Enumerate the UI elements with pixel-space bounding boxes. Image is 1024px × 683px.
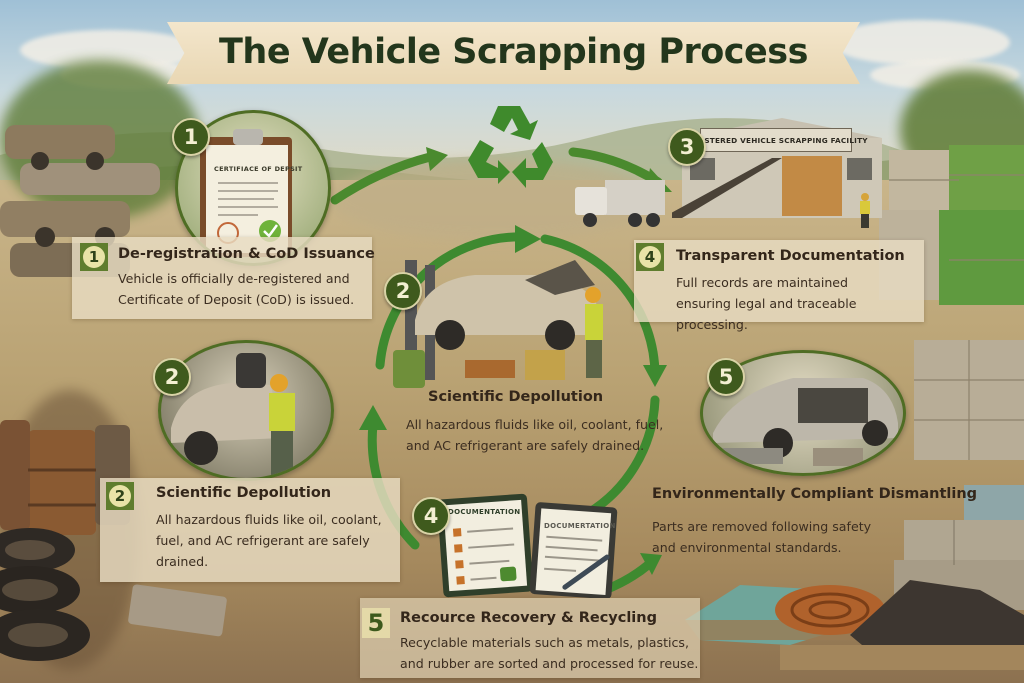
documents-icon <box>437 493 618 598</box>
certificate-label: CERTIFIACE OF DEPSIT <box>214 165 303 173</box>
step-1-title: De-registration & CoD Issuance <box>118 246 375 262</box>
step-5-badge: 5 <box>707 358 745 396</box>
step-4-number: 4 <box>639 246 661 268</box>
step-1-description: Vehicle is officially de-registered and … <box>118 271 355 307</box>
step-5-title: Environmentally Compliant Dismantling <box>652 486 978 502</box>
step-2-title: Scientific Depollution <box>156 485 332 501</box>
step-1-panel-badge: 1 <box>80 243 108 271</box>
recycle-icon <box>468 106 553 188</box>
step-5-illustration <box>700 350 906 476</box>
step-4-description: Full records are maintained ensuring leg… <box>676 275 857 332</box>
dismantled-car-icon <box>713 378 898 466</box>
step-6-number: 5 <box>362 608 390 638</box>
center-step-title: Scientific Depollution <box>428 389 604 405</box>
step-4-panel <box>634 240 924 322</box>
facility-sign: REGISTERED VEHICLE SCRAPPING FACILITY <box>684 128 868 152</box>
step-2-panel-badge: 2 <box>106 482 134 510</box>
clipboard-certificate-icon <box>200 129 292 257</box>
step-5-description: Parts are removed following safety and e… <box>652 519 872 555</box>
step-1-badge: 1 <box>172 118 210 156</box>
documentation-label-1: DOCUMENTATION <box>448 508 521 516</box>
title-banner: The Vehicle Scrapping Process <box>167 22 860 84</box>
mechanic-car-icon <box>393 260 603 388</box>
truck-icon <box>575 180 665 227</box>
step-1-panel <box>72 237 372 319</box>
mechanic-engine-icon <box>171 353 295 476</box>
step-3-badge: 3 <box>668 128 706 166</box>
center-step-description: All hazardous fluids like oil, coolant, … <box>406 417 664 453</box>
step-6-panel <box>360 598 700 678</box>
step-1-number: 1 <box>83 246 105 268</box>
step-6-title: Recource Recovery & Recycling <box>400 610 657 626</box>
step-2-illustration <box>158 340 334 481</box>
cloud <box>830 20 1010 65</box>
step-2-number: 2 <box>109 485 131 507</box>
step-4-title: Transparent Documentation <box>676 248 905 264</box>
page-title: The Vehicle Scrapping Process <box>219 32 808 72</box>
step-4-panel-badge: 4 <box>636 243 664 271</box>
step-6-description: Recyclable materials such as metals, pla… <box>400 635 699 671</box>
step-2-panel <box>100 478 400 582</box>
step-2-description: All hazardous fluids like oil, coolant, … <box>156 512 382 569</box>
center-step-badge: 2 <box>384 272 422 310</box>
step-2-badge: 2 <box>153 358 191 396</box>
worker-figure <box>860 193 870 228</box>
documentation-label-2: DOCUMERTATION <box>544 522 616 530</box>
flow-arrow-1-to-recycle <box>330 147 448 205</box>
step-4-badge: 4 <box>412 497 450 535</box>
recycled-materials <box>680 580 1024 670</box>
